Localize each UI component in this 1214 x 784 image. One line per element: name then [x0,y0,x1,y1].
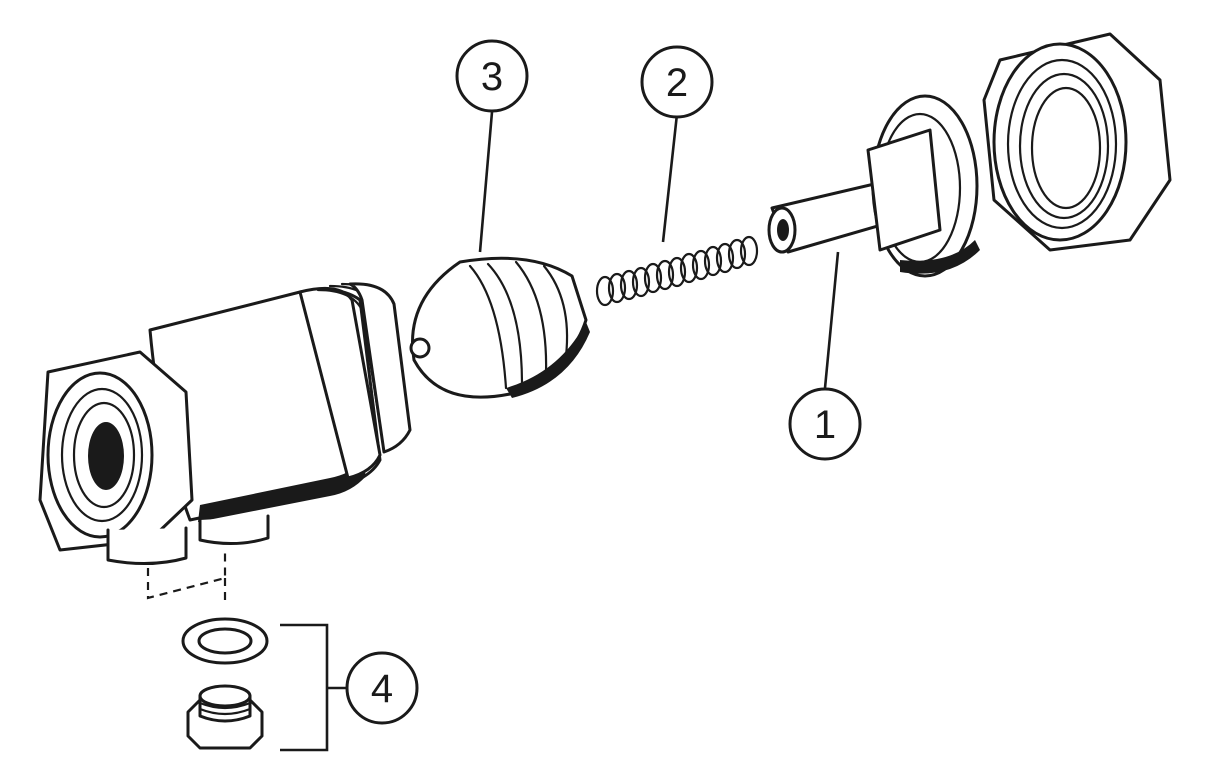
callout-2-label: 2 [666,61,688,105]
part-2-spring [595,235,759,307]
assembly-guide-lines [146,548,227,605]
callout-4-label: 4 [371,667,393,711]
leader-line-2 [661,113,679,243]
part-3-cap [409,256,590,399]
callout-1: 1 [788,387,862,461]
callout-2: 2 [640,45,714,119]
leader-line-3 [478,111,494,253]
union-nut [982,32,1172,252]
leader-line-1 [823,251,840,389]
callout-3: 3 [455,39,529,113]
part-1-stem [767,94,980,278]
valve-body [38,282,412,566]
part-4-washer-and-fitting [181,617,269,750]
callout-1-label: 1 [814,403,836,447]
part-4-bracket [280,623,329,752]
callout-3-label: 3 [481,55,503,99]
callout-4: 4 [345,651,419,725]
